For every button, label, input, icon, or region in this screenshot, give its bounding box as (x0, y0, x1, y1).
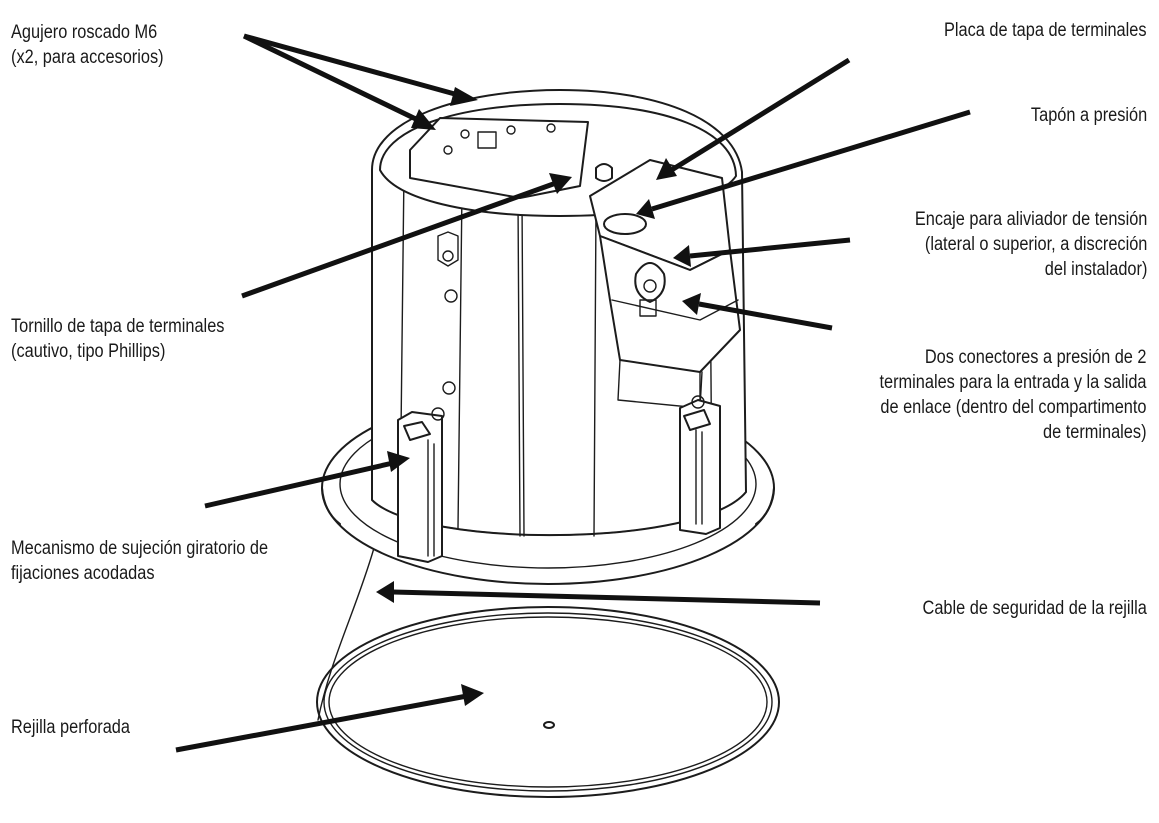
label-grille-safety-cable: Cable de seguridad de la rejilla (922, 598, 1147, 619)
label-perforated-grille: Rejilla perforada (11, 717, 130, 738)
top-cap (379, 103, 737, 271)
grille-center-hole (543, 721, 555, 729)
leader-arrows (175, 33, 971, 753)
label-snap-plug: Tapón a presión (1030, 105, 1147, 126)
label-terminal-cover-screw: Tornillo de tapa de terminales (cautivo,… (11, 316, 225, 362)
label-push-connectors: Dos conectores a presión de 2 terminales… (879, 347, 1147, 443)
label-threaded-hole-m6: Agujero roscado M6 (x2, para accesorios) (11, 22, 164, 68)
grille-safety-cable (317, 547, 375, 721)
label-swivel-clamp-mechanism: Mecanismo de sujeción giratorio de fijac… (11, 538, 269, 584)
label-strain-relief-socket: Encaje para aliviador de tensión (latera… (914, 209, 1147, 280)
swivel-clamp-left (397, 407, 445, 563)
label-terminal-cover-plate: Placa de tapa de terminales (944, 20, 1147, 41)
perforated-grille (316, 606, 780, 798)
swivel-clamp-right (679, 395, 721, 535)
